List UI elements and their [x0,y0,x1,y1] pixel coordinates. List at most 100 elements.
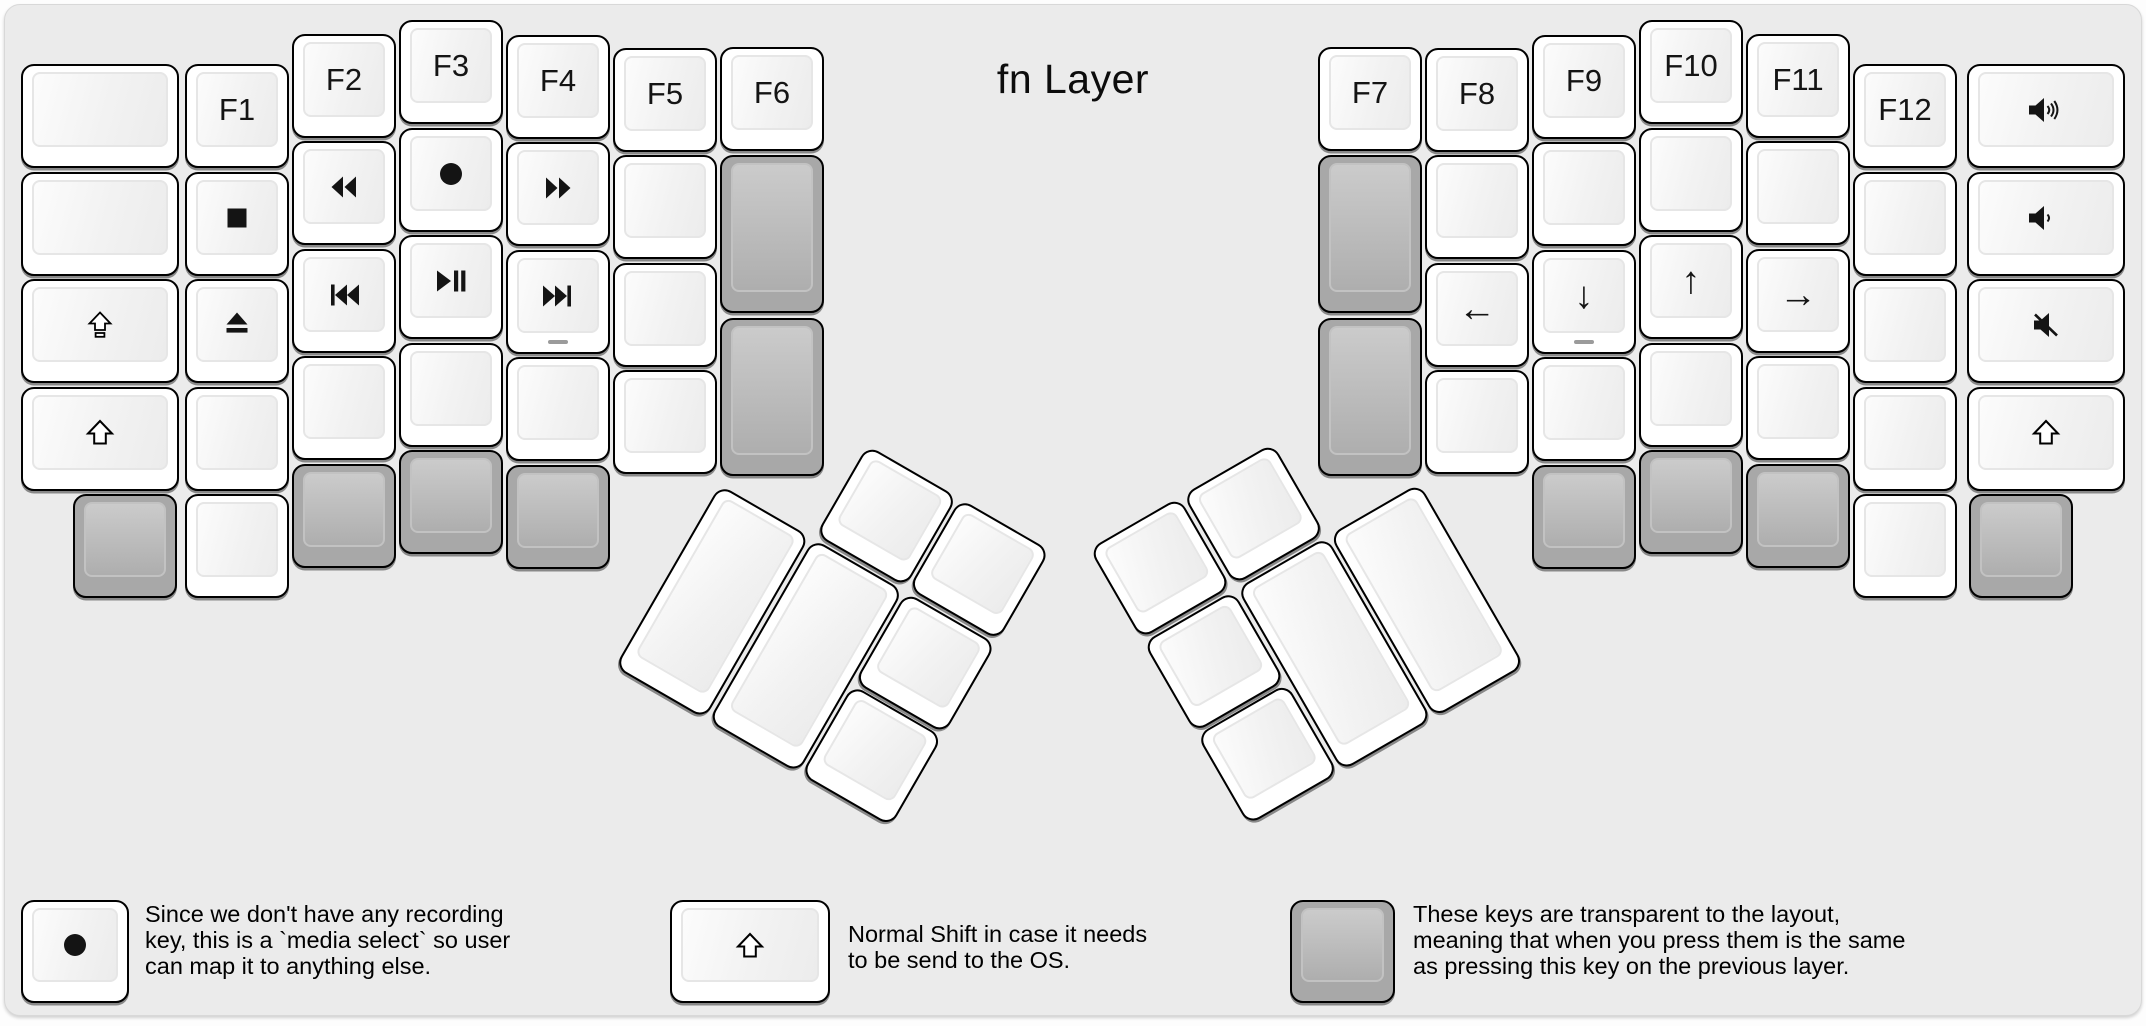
key-blank-l5r2[interactable] [613,263,717,367]
key-label: F12 [1878,92,1932,127]
keytop: F6 [731,55,813,130]
key-blank-r8r1[interactable] [1425,155,1529,259]
key-blank-r10r1[interactable] [1639,128,1743,232]
key-blank-l1r3[interactable] [185,387,289,491]
key-fast-forward[interactable] [506,142,610,246]
key-f6[interactable]: F6 [720,47,824,151]
key-blank-r10r3[interactable] [1639,343,1743,447]
key-record[interactable] [399,128,503,232]
key-eject[interactable] [185,279,289,383]
key-blank-r11r3[interactable] [1746,356,1850,460]
key-f7[interactable]: F7 [1318,47,1422,151]
key-blank-r12r1[interactable] [1853,172,1957,276]
keytop [731,326,813,455]
legend-text-transparent: These keys are transparent to the layout… [1413,901,1905,979]
keytop [624,163,706,238]
key-blank-l2r3[interactable] [292,356,396,460]
key-mute[interactable] [1967,279,2125,383]
fast-forward-icon [542,175,574,201]
legend-line: as pressing this key on the previous lay… [1413,952,1850,979]
key-transparent-r11r4[interactable] [1746,464,1850,568]
keytop [410,351,492,426]
keytop: F12 [1864,72,1946,147]
keytop [1757,364,1839,439]
key-arrow-left[interactable]: ← [1425,263,1529,367]
keytop [1543,365,1625,440]
legend-line: Normal Shift in case it needs [848,921,1148,947]
key-blank-l4r3[interactable] [506,357,610,461]
keytop: F11 [1757,42,1839,117]
key-blank-r9r1[interactable] [1532,142,1636,246]
key-f5[interactable]: F5 [613,48,717,152]
key-transparent-r7r1[interactable] [1318,155,1422,313]
key-transparent-right-bottom[interactable] [1969,494,2073,598]
key-rewind[interactable] [292,141,396,245]
key-play-pause[interactable] [399,235,503,339]
keytop [84,502,166,577]
key-f4[interactable]: F4 [506,35,610,139]
record-icon [59,932,91,958]
keytop [1543,473,1625,548]
key-blank-r12r2[interactable] [1853,279,1957,383]
key-arrow-up[interactable]: ↑ [1639,235,1743,339]
key-f12[interactable]: F12 [1853,64,1957,168]
key-stop[interactable] [185,172,289,276]
key-f11[interactable]: F11 [1746,34,1850,138]
key-label: F10 [1664,48,1718,83]
key-blank-l5r1[interactable] [613,155,717,259]
key-blank-l1r4[interactable] [185,494,289,598]
key-blank-r12r3[interactable] [1853,387,1957,491]
key-shift-left[interactable] [21,387,179,491]
next-track-icon [541,283,575,309]
key-transparent-l6r2[interactable] [720,318,824,476]
key-blank-l0r1[interactable] [21,172,179,276]
key-blank-l3r3[interactable] [399,343,503,447]
key-blank-l0r0[interactable] [21,64,179,168]
key-label: → [1779,273,1817,316]
keytop: ← [1436,271,1518,346]
key-transparent-left-bottom[interactable] [73,494,177,598]
key-transparent-r7r2[interactable] [1318,318,1422,476]
keytop: F5 [624,56,706,131]
key-volume-up[interactable] [1967,64,2125,168]
keytop [1757,149,1839,224]
layer-title: fn Layer [996,56,1150,102]
key-prev-track[interactable] [292,249,396,353]
key-transparent-r9r4[interactable] [1532,465,1636,569]
key-f10[interactable]: F10 [1639,20,1743,124]
key-f9[interactable]: F9 [1532,35,1636,139]
key-caps-lock[interactable] [21,279,179,383]
legend-line: Since we don't have any recording [145,901,504,927]
key-transparent-l6r1[interactable] [720,155,824,313]
key-f8[interactable]: F8 [1425,48,1529,152]
key-f3[interactable]: F3 [399,20,503,124]
key-transparent-l2r4[interactable] [292,464,396,568]
keytop [1329,163,1411,292]
keytop [1329,326,1411,455]
key-label: F3 [432,48,470,83]
key-f2[interactable]: F2 [292,34,396,138]
keytop [1436,163,1518,238]
key-transparent-l3r4[interactable] [399,450,503,554]
key-volume-down[interactable] [1967,172,2125,276]
keytop [1436,378,1518,453]
key-transparent-r10r4[interactable] [1639,450,1743,554]
key-blank-r9r3[interactable] [1532,357,1636,461]
key-shift-right[interactable] [1967,387,2125,491]
legend-line: to be send to the OS. [848,946,1071,973]
keytop [32,287,168,362]
keytop: F8 [1436,56,1518,131]
key-blank-r12r4[interactable] [1853,494,1957,598]
keytop [303,257,385,332]
key-blank-l5r3[interactable] [613,370,717,474]
keytop: ↑ [1650,243,1732,318]
key-arrow-down[interactable]: ↓ [1532,250,1636,354]
key-label: F7 [1351,75,1389,110]
key-f1[interactable]: F1 [185,64,289,168]
key-next-track[interactable] [506,250,610,354]
key-transparent-l4r4[interactable] [506,465,610,569]
key-arrow-right[interactable]: → [1746,249,1850,353]
key-blank-r11r1[interactable] [1746,141,1850,245]
keytop [410,136,492,211]
key-blank-r8r3[interactable] [1425,370,1529,474]
